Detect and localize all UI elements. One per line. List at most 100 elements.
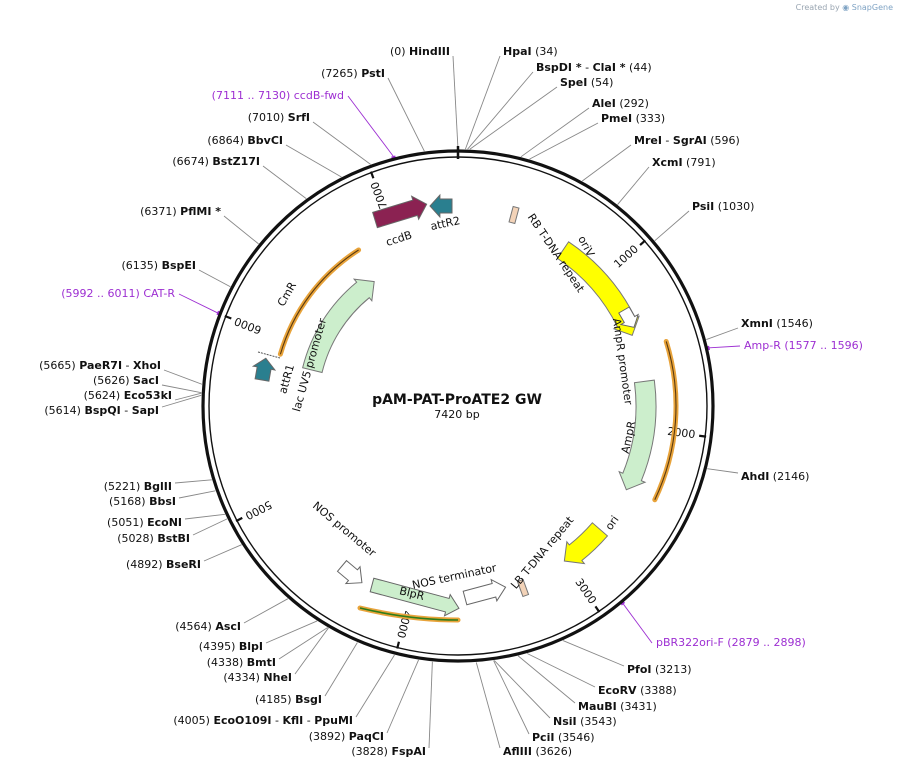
feature-label-attR1: attR1 xyxy=(276,363,297,395)
site-label-left-21[interactable]: (4005) EcoO109I - KflI - PpuMI xyxy=(173,714,353,727)
site-label-right-6[interactable]: XcmI (791) xyxy=(652,156,716,169)
primer-name: CAT-R xyxy=(143,287,175,300)
leader-right-8 xyxy=(706,327,739,340)
site-position: (44) xyxy=(626,61,652,74)
site-position: (5221) xyxy=(104,480,144,493)
site-position: (5624) xyxy=(84,389,124,402)
site-label-right-13[interactable]: NsiI (3543) xyxy=(553,715,617,728)
feature-ori[interactable] xyxy=(563,522,609,565)
feature-nos-promoter[interactable] xyxy=(335,558,369,592)
leader-right-3 xyxy=(520,107,590,158)
leader-left-9 xyxy=(174,392,202,401)
site-name: BstZ17I xyxy=(212,155,260,168)
site-label-right-11[interactable]: EcoRV (3388) xyxy=(598,684,677,697)
feature-ampr-promoter[interactable] xyxy=(615,305,642,332)
primer-blpr-line xyxy=(359,607,459,621)
site-label-right-10[interactable]: PfoI (3213) xyxy=(627,663,692,676)
feature-nos-terminator[interactable] xyxy=(462,577,508,609)
primer-right-line xyxy=(654,341,677,500)
tick-mark-3000 xyxy=(594,605,601,613)
site-name: BlpI xyxy=(239,640,263,653)
site-label-right-1[interactable]: BspDI * - ClaI * (44) xyxy=(536,61,652,74)
primer-label-0[interactable]: (7111 .. 7130) ccdB-fwd xyxy=(212,89,344,102)
site-label-left-6[interactable]: (6135) BspEI xyxy=(122,259,197,272)
leader-right-12 xyxy=(517,655,576,704)
site-name: PflMI * xyxy=(180,205,221,218)
leader-left-3 xyxy=(285,144,342,178)
site-label-left-18[interactable]: (4338) BmtI xyxy=(207,656,276,669)
site-label-left-8[interactable]: (5626) SacI xyxy=(93,374,159,387)
leader-left-13 xyxy=(184,513,226,520)
site-name: NsiI xyxy=(553,715,577,728)
site-position: (6674) xyxy=(172,155,212,168)
feature-rb-repeat[interactable] xyxy=(508,205,520,225)
site-name: FspAI xyxy=(391,745,426,758)
site-label-left-14[interactable]: (5028) BstBI xyxy=(117,532,190,545)
site-name: XmnI xyxy=(741,317,773,330)
primer-label-2[interactable]: Amp-R (1577 .. 1596) xyxy=(744,339,863,352)
site-label-left-3[interactable]: (6864) BbvCI xyxy=(207,134,283,147)
site-sep: - xyxy=(122,359,133,372)
feature-attR2[interactable] xyxy=(429,193,453,219)
site-label-left-5[interactable]: (6371) PflMI * xyxy=(140,205,221,218)
site-label-right-9[interactable]: AhdI (2146) xyxy=(741,470,809,483)
leader-left-4 xyxy=(262,165,307,199)
primer-label-3[interactable]: pBR322ori-F (2879 .. 2898) xyxy=(656,636,806,649)
site-position: (5626) xyxy=(93,374,133,387)
site-name: Eco53kI xyxy=(124,389,172,402)
leader-left-20 xyxy=(324,642,358,697)
site-name: BglII xyxy=(144,480,172,493)
site-label-right-7[interactable]: PsiI (1030) xyxy=(692,200,754,213)
feature-ccdB[interactable] xyxy=(371,193,430,232)
site-label-right-15[interactable]: AflIII (3626) xyxy=(503,745,572,758)
feature-ampr[interactable] xyxy=(618,379,657,491)
site-label-left-15[interactable]: (4892) BseRI xyxy=(126,558,201,571)
feature-oriV[interactable] xyxy=(556,241,640,336)
site-labels: HpaI (34) BspDI * - ClaI * (44) SpeI (54) A… xyxy=(39,45,863,758)
site-label-right-3[interactable]: AleI (292) xyxy=(592,97,649,110)
site-label-left-11[interactable]: (5221) BglII xyxy=(104,480,172,493)
site-label-left-12[interactable]: (5168) BbsI xyxy=(109,495,176,508)
leader-right-15 xyxy=(475,662,501,749)
site-label-left-17[interactable]: (4395) BlpI xyxy=(199,640,263,653)
site-label-right-5[interactable]: MreI - SgrAI (596) xyxy=(634,134,740,147)
site-label-right-8[interactable]: XmnI (1546) xyxy=(741,317,813,330)
feature-lb-repeat[interactable] xyxy=(516,578,530,598)
site-label-right-4[interactable]: PmeI (333) xyxy=(601,112,665,125)
site-position: (3213) xyxy=(652,663,692,676)
site-label-left-13[interactable]: (5051) EcoNI xyxy=(107,516,182,529)
plasmid-name: pAM-PAT-ProATE2 GW xyxy=(372,392,542,408)
leader-left-12 xyxy=(178,490,216,499)
leader-left-14 xyxy=(192,518,228,536)
site-position: (6371) xyxy=(140,205,180,218)
site-label-right-2[interactable]: SpeI (54) xyxy=(560,76,613,89)
primer-label-1[interactable]: (5992 .. 6011) CAT-R xyxy=(61,287,175,300)
site-label-left-7[interactable]: (5665) PaeR7I - XhoI xyxy=(39,359,161,372)
site-label-left-19[interactable]: (4334) NheI xyxy=(223,671,292,684)
site-label-left-2[interactable]: (7010) SrfI xyxy=(248,111,310,124)
site-label-right-0[interactable]: HpaI (34) xyxy=(503,45,558,58)
site-name: PstI xyxy=(361,67,385,80)
site-label-right-14[interactable]: PciI (3546) xyxy=(532,731,595,744)
site-position: (4892) xyxy=(126,558,166,571)
feature-blpr[interactable] xyxy=(369,574,462,619)
site-label-left-10[interactable]: (5614) BspQI - SapI xyxy=(44,404,159,417)
site-label-left-23[interactable]: (3828) FspAI xyxy=(351,745,426,758)
site-position: (4334) xyxy=(223,671,263,684)
site-label-left-22[interactable]: (3892) PaqCI xyxy=(309,730,384,743)
site-label-left-1[interactable]: (7265) PstI xyxy=(321,67,385,80)
feature-attR1[interactable] xyxy=(251,356,277,382)
feature-lac-uv5-promoter[interactable] xyxy=(257,351,281,359)
site-label-left-9[interactable]: (5624) Eco53kI xyxy=(84,389,172,402)
site-position: (3828) xyxy=(351,745,391,758)
feature-label-ori: ori xyxy=(603,513,622,532)
site-position: (5614) xyxy=(44,404,84,417)
feature-cmr[interactable] xyxy=(302,278,375,374)
site-label-left-20[interactable]: (4185) BsgI xyxy=(255,693,322,706)
site-label-left-0[interactable]: (0) HindIII xyxy=(390,45,450,58)
site-label-left-4[interactable]: (6674) BstZ17I xyxy=(172,155,260,168)
site-label-right-12[interactable]: MauBI (3431) xyxy=(578,700,657,713)
primer-leader-2 xyxy=(709,345,741,349)
site-label-left-16[interactable]: (4564) AscI xyxy=(175,620,241,633)
leader-left-7 xyxy=(163,369,203,385)
